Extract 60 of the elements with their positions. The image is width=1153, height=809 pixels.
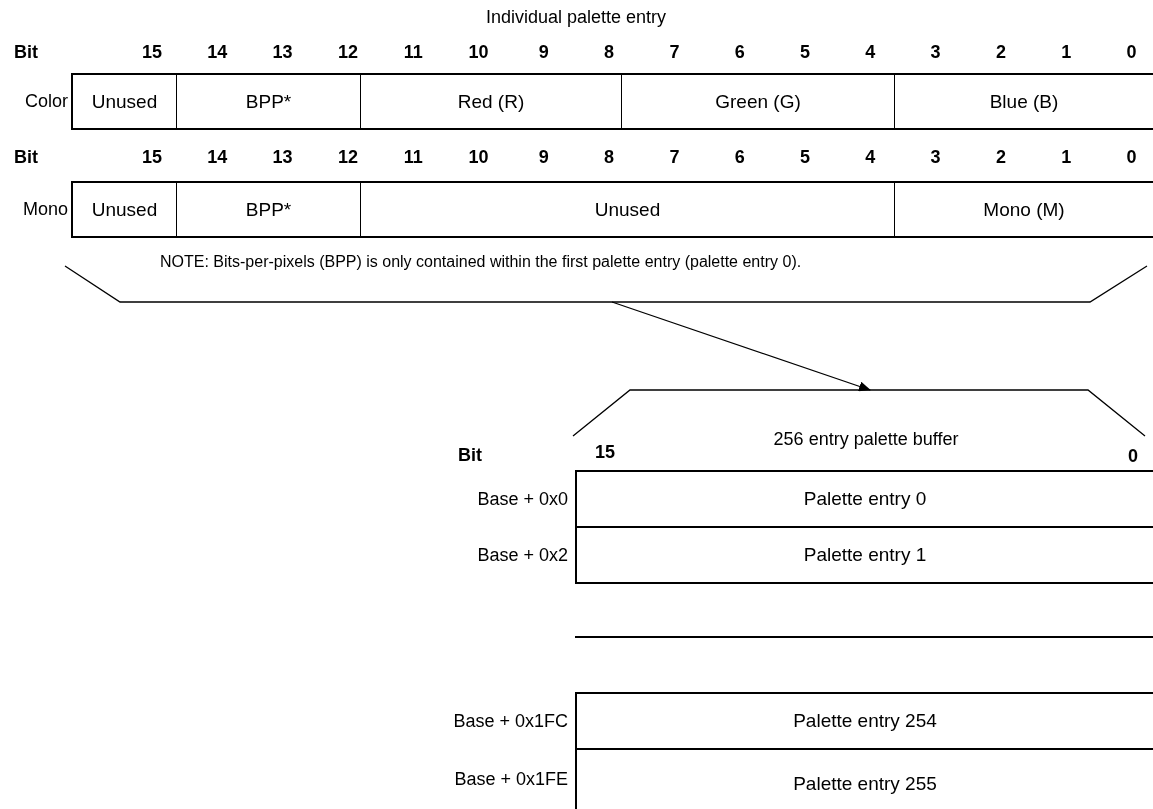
bit-number: 0 xyxy=(1126,41,1137,63)
bit-number: 1 xyxy=(1061,41,1072,63)
section-title: Individual palette entry xyxy=(485,6,667,28)
bit-number: 15 xyxy=(595,441,616,463)
bit-number: 14 xyxy=(207,41,228,63)
bit-number: 15 xyxy=(142,146,162,168)
bit-number: 13 xyxy=(272,41,293,63)
bit-number: 11 xyxy=(403,146,423,168)
bit-number: 9 xyxy=(538,146,549,168)
bit-number: 5 xyxy=(800,146,810,168)
section-title: 256 entry palette buffer xyxy=(773,428,959,450)
bit-heading: Bit xyxy=(458,444,482,466)
bit-number: 7 xyxy=(669,41,680,63)
arrow xyxy=(611,301,871,392)
palette-entry-row: Palette entry 1 xyxy=(575,526,1153,584)
bit-number: 15 xyxy=(142,41,162,63)
bit-number: 2 xyxy=(995,41,1006,63)
bit-field: BPP* xyxy=(176,181,360,238)
row-label: Mono xyxy=(22,198,68,220)
palette-entry-row: Palette entry 0 xyxy=(575,470,1153,528)
bit-field: Unused xyxy=(360,181,894,238)
row-label: Color xyxy=(25,90,68,112)
bit-field: Red (R) xyxy=(360,73,621,130)
bit-field: Unused xyxy=(71,181,176,238)
bit-number: 10 xyxy=(468,41,489,63)
bit-number: 3 xyxy=(930,41,941,63)
palette-entry-row: Palette entry 254 xyxy=(575,692,1153,750)
bit-field: BPP* xyxy=(176,73,360,130)
bit-field: Green (G) xyxy=(621,73,894,130)
bit-number: 13 xyxy=(272,146,293,168)
address-label: Base + 0x0 xyxy=(477,488,568,510)
bit-field: Mono (M) xyxy=(894,181,1153,238)
bit-number: 12 xyxy=(337,146,358,168)
bit-number: 0 xyxy=(1126,146,1137,168)
bit-number: 7 xyxy=(669,146,680,168)
bit-number: 2 xyxy=(995,146,1006,168)
bit-number: 6 xyxy=(734,41,745,63)
bit-number: 9 xyxy=(538,41,549,63)
bit-number: 11 xyxy=(403,41,423,63)
palette-entry-row: Palette entry 255 xyxy=(575,748,1153,809)
bit-number: 8 xyxy=(604,146,615,168)
bit-field: Blue (B) xyxy=(894,73,1153,130)
bit-number: 10 xyxy=(468,146,489,168)
bit-number: 6 xyxy=(734,146,745,168)
bit-number: 1 xyxy=(1061,146,1072,168)
bit-number: 3 xyxy=(930,146,941,168)
bit-number: 4 xyxy=(865,146,876,168)
bit-heading: Bit xyxy=(14,41,38,63)
bit-number: 4 xyxy=(865,41,876,63)
note-text: NOTE: Bits-per-pixels (BPP) is only contained within the first palette entry (palette entry 0). xyxy=(160,252,802,272)
address-label: Base + 0x2 xyxy=(477,544,568,566)
address-label: Base + 0x1FE xyxy=(454,768,568,790)
address-label: Base + 0x1FC xyxy=(453,710,568,732)
bit-number: 14 xyxy=(207,146,228,168)
bit-heading: Bit xyxy=(14,146,38,168)
bit-number: 8 xyxy=(604,41,615,63)
bit-field: Unused xyxy=(71,73,176,130)
bit-number: 5 xyxy=(800,41,810,63)
bit-number: 0 xyxy=(1128,445,1138,467)
bit-number: 12 xyxy=(337,41,358,63)
